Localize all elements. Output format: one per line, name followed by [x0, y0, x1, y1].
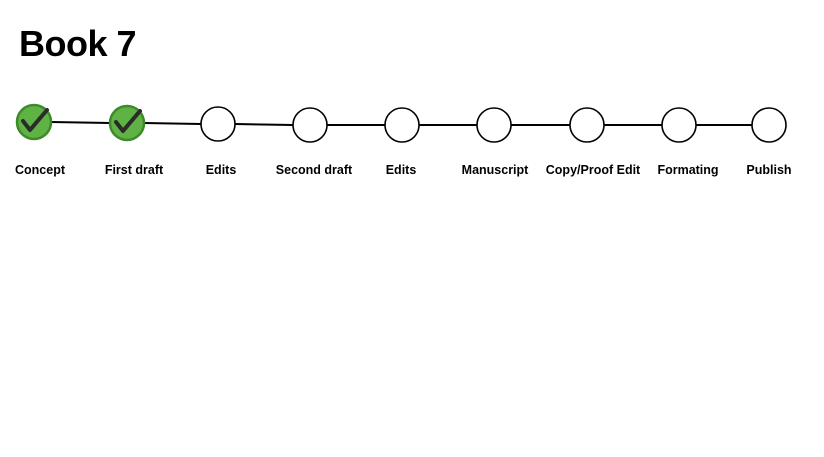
step-node-pending [476, 107, 512, 143]
step-node-completed [15, 103, 53, 141]
step-label-formating: Formating [657, 163, 719, 177]
step-label-edits-2: Edits [385, 163, 417, 177]
step-node-pending [384, 107, 420, 143]
checkmark-icon [21, 108, 49, 132]
step-node-pending [751, 107, 787, 143]
step-label-second-draft: Second draft [275, 163, 353, 177]
progress-timeline [15, 103, 787, 143]
step-circle [661, 107, 697, 143]
step-circle [569, 107, 605, 143]
step-label-manuscript: Manuscript [461, 163, 529, 177]
timeline-connector [143, 122, 202, 125]
step-circle [200, 106, 236, 142]
timeline-connectors [50, 121, 752, 126]
step-node-pending [569, 107, 605, 143]
page-title: Book 7 [19, 23, 137, 64]
timeline-connector [50, 121, 111, 124]
step-circle [751, 107, 787, 143]
step-node-pending [292, 107, 328, 143]
checkmark-icon [114, 109, 142, 133]
step-label-first-draft: First draft [104, 163, 164, 177]
timeline-nodes [15, 103, 787, 143]
step-node-completed [108, 104, 146, 142]
step-circle [384, 107, 420, 143]
step-circle [292, 107, 328, 143]
step-label-publish: Publish [746, 163, 792, 177]
step-circle [476, 107, 512, 143]
step-label-concept: Concept [15, 163, 65, 177]
step-node-pending [661, 107, 697, 143]
step-label-copy-proof-edit: Copy/Proof Edit [545, 163, 641, 177]
step-node-pending [200, 106, 236, 142]
timeline-connector [234, 123, 294, 126]
step-label-edits: Edits [205, 163, 237, 177]
